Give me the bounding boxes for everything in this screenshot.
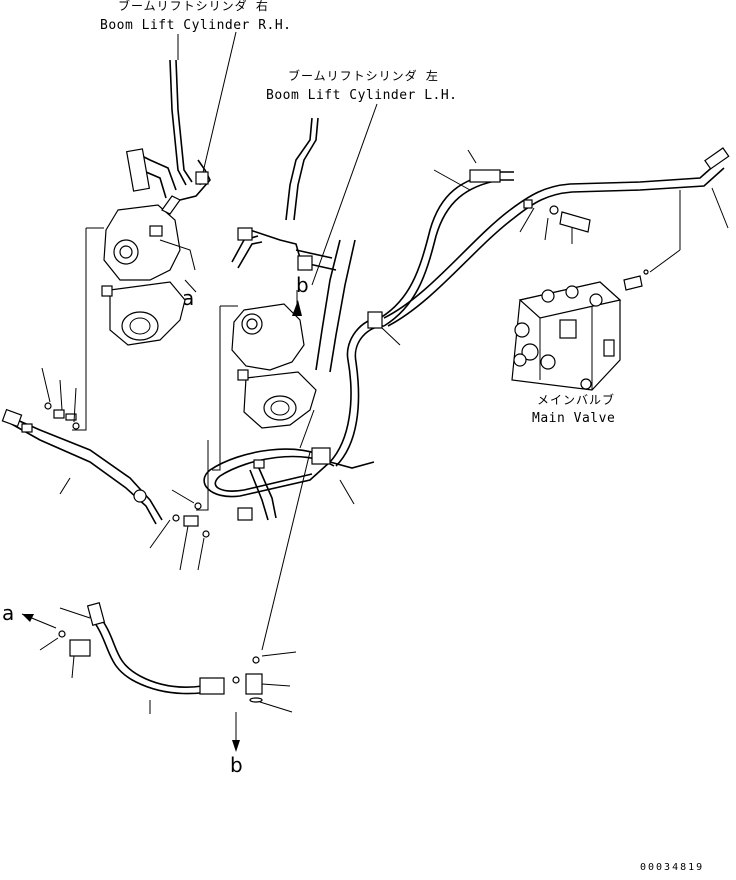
- main-valve: [511, 281, 622, 391]
- cylinder-rh-label-en: Boom Lift Cylinder R.H.: [100, 18, 292, 33]
- lower-hose-assembly: [39, 451, 311, 714]
- ref-a-label: a: [182, 286, 194, 310]
- main-valve-label-en: Main Valve: [532, 411, 615, 426]
- cylinder-lh-label-jp: ブームリフトシリンダ 左: [288, 68, 439, 83]
- leader-lines: [177, 31, 729, 346]
- small-fittings-rh: [41, 367, 80, 430]
- small-fittings-center: [149, 489, 210, 571]
- ref-a-arrow-label: a: [2, 601, 14, 625]
- bracket-lines: [72, 227, 238, 511]
- hoses-to-valve: [367, 147, 730, 329]
- ref-b-label: b: [296, 273, 309, 297]
- hose-loop-center: [203, 317, 385, 521]
- boom-lift-cylinder-lh: [231, 117, 356, 429]
- main-valve-label-jp: メインバルブ: [537, 392, 615, 407]
- reference-arrows: [21, 613, 240, 752]
- ref-b-arrow-label: b: [230, 753, 243, 777]
- hose-left: [1, 408, 163, 525]
- cylinder-rh-label-jp: ブームリフトシリンダ 右: [118, 0, 269, 13]
- boom-lift-cylinder-rh: [101, 59, 211, 346]
- drawing-number: 00034819: [640, 862, 704, 873]
- cylinder-lh-label-en: Boom Lift Cylinder L.H.: [266, 88, 458, 103]
